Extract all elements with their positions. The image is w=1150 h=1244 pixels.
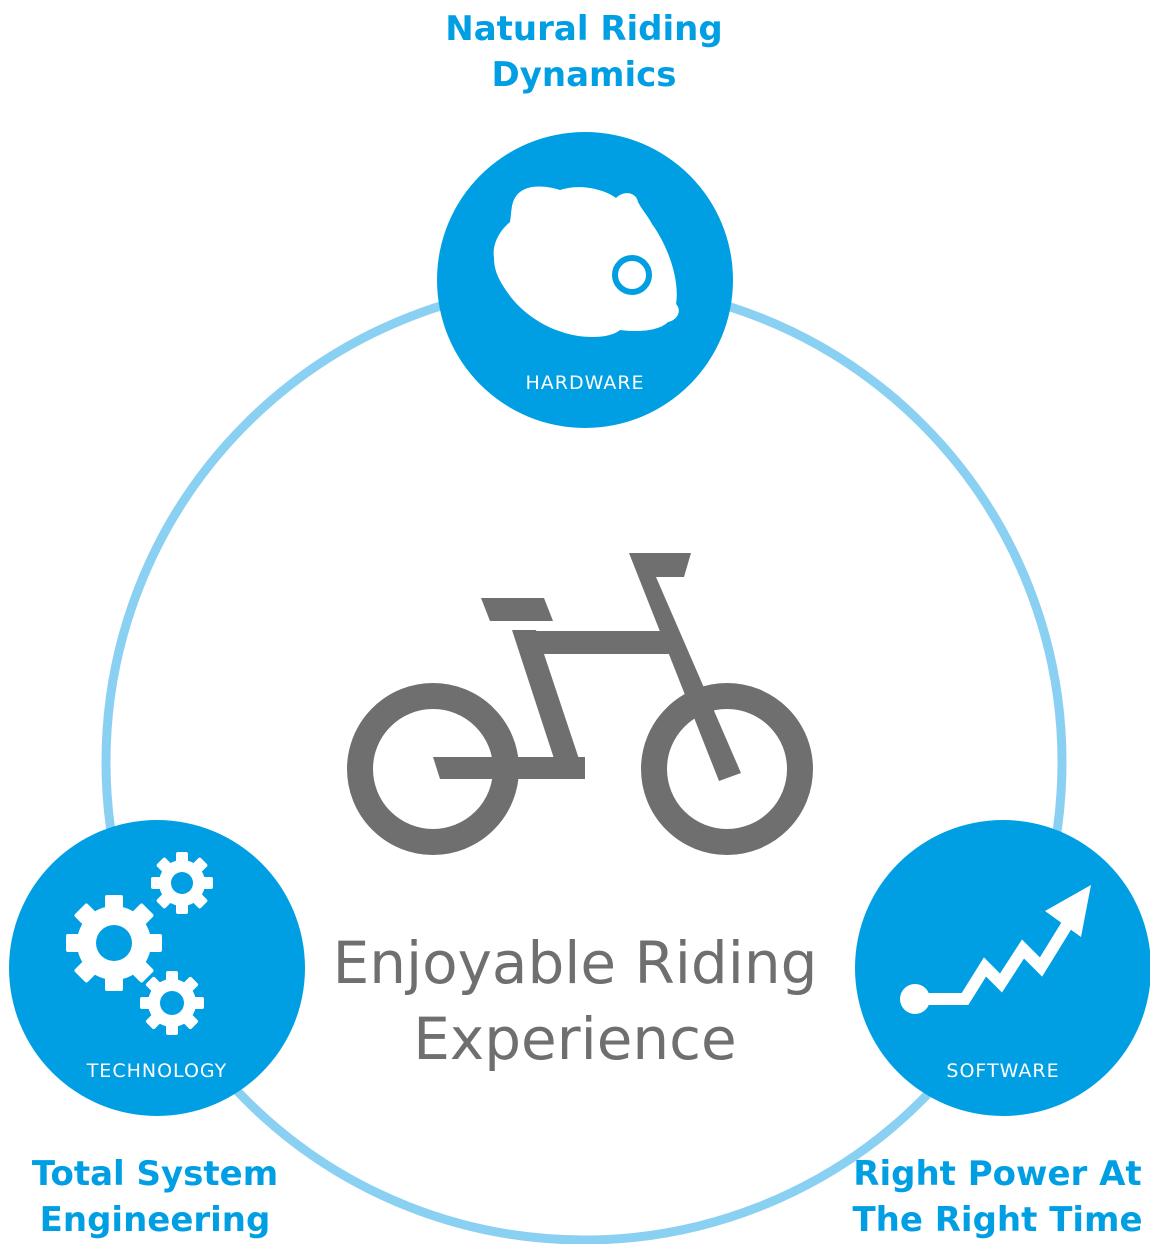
technology-label: TECHNOLOGY [86, 1060, 228, 1082]
software-heading-line1: Right Power At [853, 1154, 1142, 1194]
center-title: Enjoyable Riding Experience [300, 925, 850, 1077]
software-heading-line2: The Right Time [852, 1200, 1143, 1240]
hardware-node: HARDWARE [437, 132, 733, 428]
software-heading: Right Power At The Right Time [845, 1151, 1150, 1243]
technology-heading-line1: Total System [31, 1154, 279, 1194]
software-label: SOFTWARE [946, 1060, 1060, 1082]
technology-node: TECHNOLOGY [9, 820, 305, 1116]
gears-icon [66, 852, 213, 1035]
hardware-heading: Natural Riding Dynamics [384, 6, 784, 98]
trend-arrow-icon [900, 885, 1091, 1014]
hardware-heading-line1: Natural Riding [445, 9, 723, 49]
technology-heading: Total System Engineering [0, 1151, 310, 1243]
hardware-label: HARDWARE [525, 372, 645, 394]
center-title-line2: Experience [413, 1005, 737, 1073]
motor-icon [493, 186, 679, 337]
center-title-line1: Enjoyable Riding [332, 929, 818, 997]
software-node: SOFTWARE [855, 820, 1150, 1116]
hardware-heading-line2: Dynamics [491, 55, 677, 95]
technology-heading-line2: Engineering [39, 1200, 271, 1240]
